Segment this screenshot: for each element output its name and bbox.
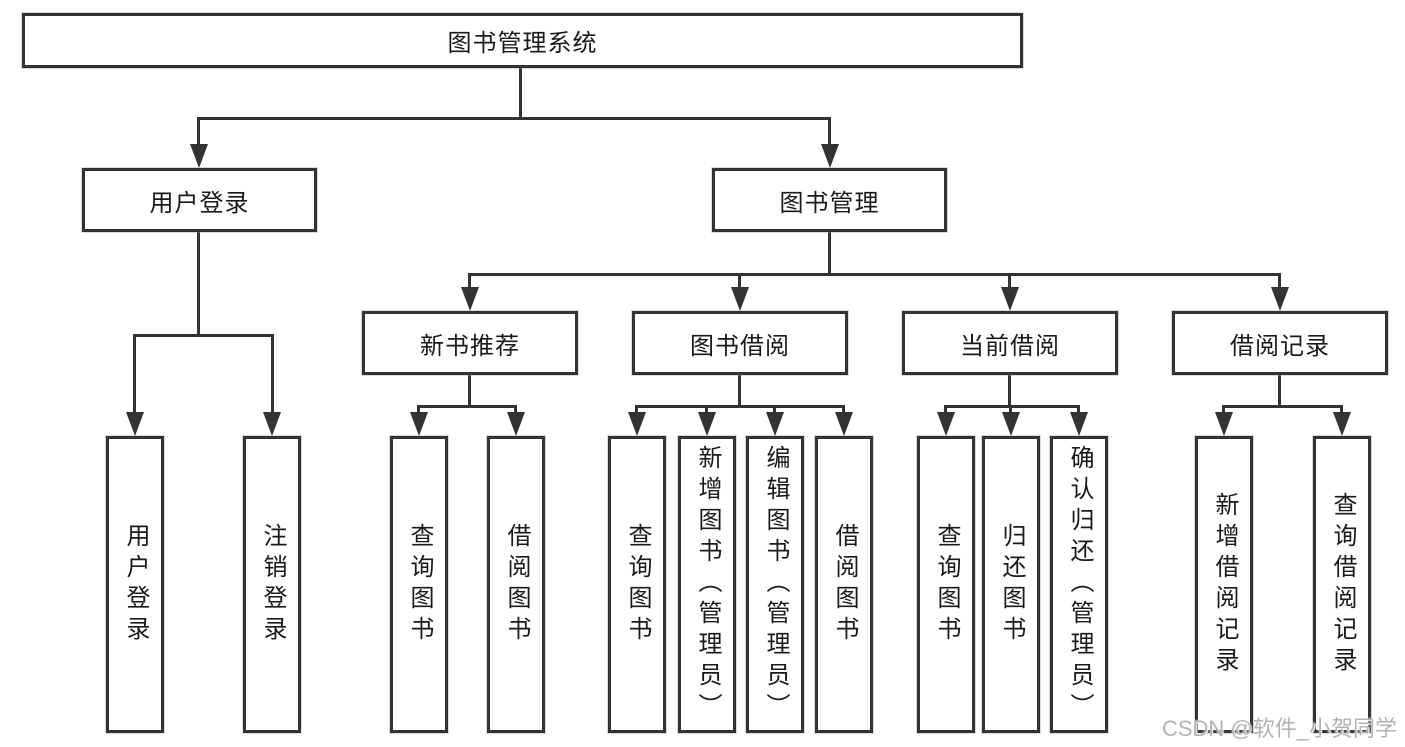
connector-arrowhead xyxy=(1271,287,1289,311)
connector-arrowhead xyxy=(263,412,281,436)
leaf-current-query-books: 查询图书 xyxy=(917,436,975,733)
node-label: 用户登录 xyxy=(122,522,149,647)
connector-user-login-branch xyxy=(133,334,274,337)
leaf-records-query-record: 查询借阅记录 xyxy=(1313,436,1371,733)
node-label: 注销登录 xyxy=(259,522,286,647)
node-label: 借阅图书 xyxy=(831,522,858,647)
connector-line xyxy=(514,405,517,412)
leaf-recommend-query-books: 查询图书 xyxy=(390,436,448,733)
node-label: 确认归还（管理员） xyxy=(1066,445,1093,724)
node-label: 借阅记录 xyxy=(1230,332,1330,360)
node-label: 归还图书 xyxy=(998,522,1025,647)
node-label: 当前借阅 xyxy=(960,332,1060,360)
connector-arrowhead xyxy=(835,412,853,436)
connector-arrowhead xyxy=(1215,412,1233,436)
connector-borrowing-trunk xyxy=(738,375,741,405)
connector-root-trunk xyxy=(519,68,522,118)
connector-line xyxy=(1222,405,1225,412)
connector-line xyxy=(197,117,200,144)
leaf-logout: 注销登录 xyxy=(243,436,301,733)
connector-arrowhead xyxy=(126,412,144,436)
node-label: 查询图书 xyxy=(624,522,651,647)
connector-line xyxy=(705,405,708,412)
leaf-user-login: 用户登录 xyxy=(106,436,164,733)
node-new-book-recommend: 新书推荐 xyxy=(362,311,578,375)
node-label: 图书借阅 xyxy=(690,332,790,360)
leaf-records-add-record: 新增借阅记录 xyxy=(1195,436,1253,733)
connector-current-branch xyxy=(944,405,1080,408)
node-library-management-system: 图书管理系统 xyxy=(22,13,1023,68)
node-label: 新增图书（管理员） xyxy=(694,445,721,724)
connector-arrowhead xyxy=(628,412,646,436)
connector-line xyxy=(828,117,831,144)
leaf-borrowing-borrow-books: 借阅图书 xyxy=(815,436,873,733)
node-book-management: 图书管理 xyxy=(712,168,947,232)
connector-arrowhead xyxy=(766,412,784,436)
connector-line xyxy=(842,405,845,412)
csdn-watermark: CSDN @软件_小贺同学 xyxy=(1161,716,1397,741)
connector-line xyxy=(468,273,471,287)
connector-level3-branch xyxy=(468,273,1281,276)
connector-line xyxy=(1008,273,1011,287)
connector-line xyxy=(1077,405,1080,412)
connector-recommend-branch xyxy=(417,405,517,408)
node-label: 新书推荐 xyxy=(420,332,520,360)
node-label: 查询图书 xyxy=(933,522,960,647)
connector-arrowhead xyxy=(1002,412,1020,436)
connector-borrowing-branch xyxy=(635,405,845,408)
node-label: 查询图书 xyxy=(406,522,433,647)
leaf-borrowing-edit-books-admin: 编辑图书（管理员） xyxy=(746,436,804,733)
leaf-current-confirm-return-admin: 确认归还（管理员） xyxy=(1050,436,1108,733)
node-current-borrowing: 当前借阅 xyxy=(902,311,1118,375)
connector-book-management-trunk xyxy=(828,232,831,273)
connector-arrowhead xyxy=(190,144,208,168)
node-label: 用户登录 xyxy=(149,189,250,217)
node-book-borrowing: 图书借阅 xyxy=(632,311,848,375)
node-label: 新增借阅记录 xyxy=(1211,491,1238,678)
leaf-borrowing-query-books: 查询图书 xyxy=(608,436,666,733)
connector-arrowhead xyxy=(410,412,428,436)
connector-level2-branch xyxy=(197,117,831,120)
leaf-current-return-books: 归还图书 xyxy=(982,436,1040,733)
leaf-borrowing-add-books-admin: 新增图书（管理员） xyxy=(678,436,736,733)
connector-arrowhead xyxy=(461,287,479,311)
connector-arrowhead xyxy=(698,412,716,436)
connector-arrowhead xyxy=(507,412,525,436)
connector-line xyxy=(738,273,741,287)
connector-arrowhead xyxy=(1333,412,1351,436)
connector-line xyxy=(1340,405,1343,412)
connector-arrowhead xyxy=(731,287,749,311)
node-label: 图书管理 xyxy=(779,189,880,217)
connector-line xyxy=(773,405,776,412)
node-label: 查询借阅记录 xyxy=(1329,491,1356,678)
connector-arrowhead xyxy=(1070,412,1088,436)
node-user-login: 用户登录 xyxy=(82,168,317,232)
node-borrowing-records: 借阅记录 xyxy=(1172,311,1388,375)
leaf-recommend-borrow-books: 借阅图书 xyxy=(487,436,545,733)
connector-line xyxy=(271,334,274,412)
connector-recommend-trunk xyxy=(468,375,471,405)
node-label: 图书管理系统 xyxy=(447,30,598,57)
connector-line xyxy=(133,334,136,412)
connector-arrowhead xyxy=(937,412,955,436)
node-label: 编辑图书（管理员） xyxy=(762,445,789,724)
node-label: 借阅图书 xyxy=(503,522,530,647)
connector-line xyxy=(417,405,420,412)
connector-line xyxy=(944,405,947,412)
connector-records-trunk xyxy=(1278,375,1281,405)
connector-arrowhead xyxy=(1001,287,1019,311)
connector-line xyxy=(1278,273,1281,287)
connector-arrowhead xyxy=(821,144,839,168)
connector-current-trunk xyxy=(1008,375,1011,405)
connector-user-login-trunk xyxy=(197,232,200,334)
connector-line xyxy=(1009,405,1012,412)
connector-records-branch xyxy=(1222,405,1343,408)
connector-line xyxy=(635,405,638,412)
